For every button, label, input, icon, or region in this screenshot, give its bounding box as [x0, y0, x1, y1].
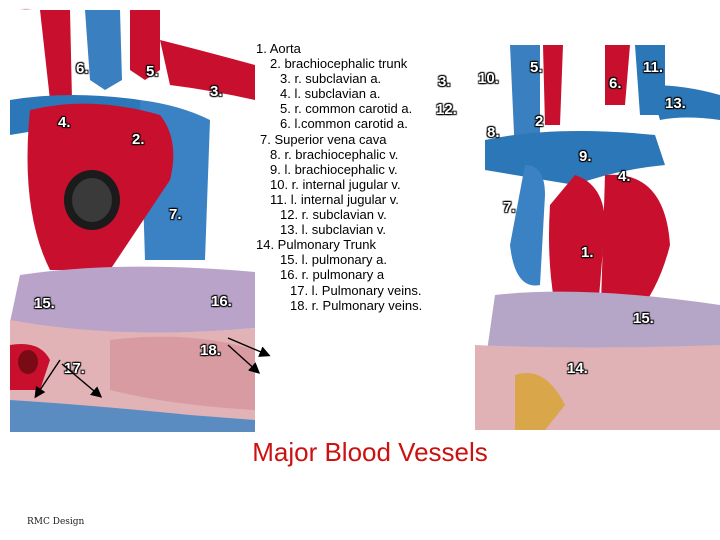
page-title: Major Blood Vessels	[160, 437, 580, 468]
legend-item: 12. r. subclavian v.	[250, 207, 475, 222]
label-r-subclavian-v-mid: 12.	[436, 101, 457, 118]
legend-item: 15. l. pulmonary a.	[250, 252, 475, 267]
legend-item: 13. l. subclavian v.	[250, 222, 475, 237]
legend-item: 11. l. internal jugular v.	[250, 192, 475, 207]
label-superior-vena-cava-mid: 7.	[503, 199, 516, 216]
legend-item: 10. r. internal jugular v.	[250, 177, 475, 192]
arrow-17-left	[36, 360, 60, 396]
legend-item: 7. Superior vena cava	[250, 132, 475, 147]
label-r-brachiocephalic-v-mid: 8.	[487, 124, 500, 141]
legend-item: 1. Aorta	[250, 41, 475, 56]
legend-item: 14. Pulmonary Trunk	[250, 237, 475, 252]
arrow-18-upper	[228, 338, 268, 355]
legend-item: 17. l. Pulmonary veins.	[250, 283, 475, 298]
label-r-subclavian-a-mid: 3.	[438, 73, 451, 90]
label-r-internal-jugular-mid: 10.	[478, 70, 499, 87]
legend-item: 8. r. brachiocephalic v.	[250, 147, 475, 162]
legend-item: 18. r. Pulmonary veins.	[250, 298, 475, 313]
legend-item: 6. l.common carotid a.	[250, 116, 475, 131]
arrow-17-right	[62, 364, 100, 396]
legend-item: 9. l. brachiocephalic v.	[250, 162, 475, 177]
credit-text: RMC Design	[27, 517, 84, 527]
legend-item: 16. r. pulmonary a	[250, 267, 475, 282]
legend-item: 2. brachiocephalic trunk	[250, 56, 475, 71]
